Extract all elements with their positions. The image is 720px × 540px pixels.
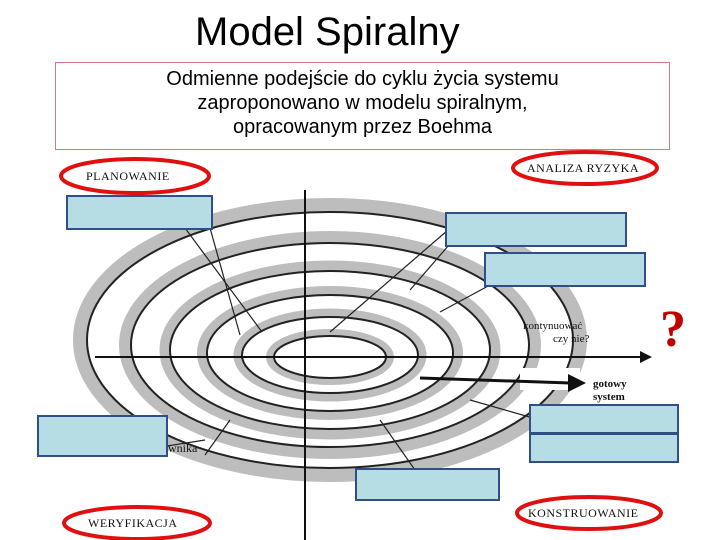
pointer-line-8 [379, 419, 416, 471]
blank-box-verification [37, 415, 168, 457]
blank-box-construction-1 [529, 404, 679, 434]
spiral-band-2-edge [130, 242, 530, 448]
continue-label-line-2: czy nie? [553, 333, 590, 345]
spiral-bands [73, 198, 587, 482]
spiral-band-5-edge [241, 316, 419, 394]
intro-line-2: zaproponowano w modelu spiralnym, [197, 92, 528, 114]
blank-box-construction-3 [355, 468, 500, 501]
quadrant-label-analiza-ryzyka: ANALIZA RYZYKA [527, 161, 639, 175]
blank-box-construction-2 [529, 433, 679, 463]
spiral-band-5 [233, 308, 427, 402]
final-system-arrow [419, 376, 571, 385]
pointer-line-1 [184, 227, 263, 333]
quadrant-label-weryfikacja: WERYFIKACJA [88, 516, 178, 530]
intro-textbox: Odmienne podejście do cyklu życia system… [55, 62, 670, 150]
spiral-exit-gap [520, 368, 580, 390]
analiza-ryzyka-oval [511, 150, 659, 186]
page-title: Model Spiralny [195, 10, 460, 54]
blank-box-risk-1 [445, 212, 627, 247]
horizontal-axis-arrowhead [640, 351, 652, 363]
partial-label: wnika [168, 441, 198, 455]
blank-box-planning [66, 195, 213, 230]
final-system-label-line-2: system [593, 391, 625, 403]
intro-line-1: Odmienne podejście do cyklu życia system… [166, 68, 559, 90]
blank-box-risk-2 [484, 252, 646, 287]
konstruowanie-oval [515, 495, 663, 531]
spiral-band-3 [159, 260, 501, 440]
quadrant-label-planowanie: PLANOWANIE [86, 169, 170, 183]
spiral-band-2 [119, 231, 541, 459]
quadrant-ovals [59, 150, 663, 540]
quadrant-label-konstruowanie: KONSTRUOWANIE [528, 506, 639, 520]
spiral-band-1 [73, 198, 587, 482]
continue-label-line-1: kontynuować [523, 320, 583, 332]
weryfikacja-oval [62, 505, 212, 540]
spiral-band-1-edge [86, 211, 574, 469]
spiral-band-3-edge [169, 270, 491, 430]
pointer-line-2 [209, 227, 241, 336]
pointer-line-7 [204, 419, 231, 456]
question-mark: ? [660, 301, 686, 358]
pointer-line-5 [439, 284, 491, 313]
final-system-arrowhead [568, 374, 586, 392]
pointer-line-3 [329, 229, 449, 333]
planowanie-oval [59, 157, 211, 195]
pointer-line-9 [469, 399, 541, 421]
spiral-band-4 [197, 286, 463, 420]
spiral-band-4-edge [206, 294, 454, 412]
final-system-label-line-1: gotowy [593, 378, 627, 390]
intro-line-3: opracowanym przez Boehma [232, 116, 492, 138]
